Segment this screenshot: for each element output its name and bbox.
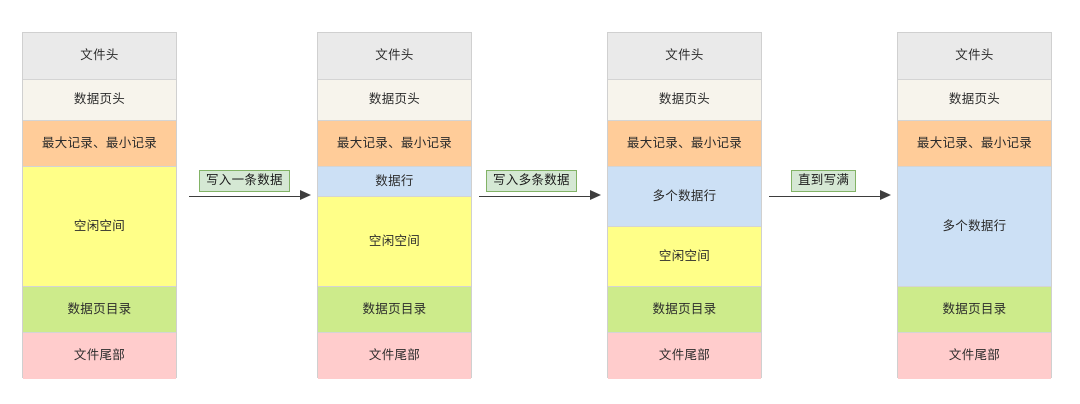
band-minmax-record: 最大记录、最小记录	[608, 121, 761, 167]
band-label: 最大记录、最小记录	[626, 135, 743, 150]
band-label: 最大记录、最小记录	[41, 135, 158, 150]
band-label: 多个数据行	[942, 218, 1007, 233]
band-label: 数据页头	[368, 92, 421, 107]
band-label: 数据页头	[658, 92, 711, 107]
band-file-trailer: 文件尾部	[23, 333, 176, 379]
band-label: 空闲空间	[368, 233, 421, 248]
stage-2-one-row: 文件头数据页头最大记录、最小记录数据行空闲空间数据页目录文件尾部	[317, 32, 472, 379]
band-label: 文件头	[665, 48, 704, 63]
arrow-line	[769, 196, 881, 197]
arrow-line	[189, 196, 301, 197]
band-page-directory: 数据页目录	[23, 287, 176, 333]
band-label: 文件尾部	[948, 348, 1001, 363]
band-file-header: 文件头	[608, 33, 761, 80]
band-page-header: 数据页头	[23, 80, 176, 121]
band-label: 数据页目录	[942, 301, 1007, 316]
band-minmax-record: 最大记录、最小记录	[898, 121, 1051, 167]
band-label: 数据页目录	[67, 301, 132, 316]
band-page-directory: 数据页目录	[608, 287, 761, 333]
band-label: 文件头	[955, 48, 994, 63]
band-free-space: 空闲空间	[23, 167, 176, 287]
band-label: 文件头	[80, 48, 119, 63]
band-file-trailer: 文件尾部	[898, 333, 1051, 379]
band-label: 最大记录、最小记录	[336, 135, 453, 150]
band-page-header: 数据页头	[608, 80, 761, 121]
arrow-head-icon	[880, 190, 891, 200]
band-label: 数据页目录	[362, 301, 427, 316]
band-file-header: 文件头	[318, 33, 471, 80]
stage-1-empty-page: 文件头数据页头最大记录、最小记录空闲空间数据页目录文件尾部	[22, 32, 177, 379]
band-free-space: 空闲空间	[318, 197, 471, 287]
band-data-rows: 多个数据行	[898, 167, 1051, 287]
arrow-head-icon	[300, 190, 311, 200]
band-label: 文件尾部	[658, 348, 711, 363]
band-minmax-record: 最大记录、最小记录	[318, 121, 471, 167]
arrow-label: 写入多条数据	[486, 170, 577, 192]
stage-3-many-rows: 文件头数据页头最大记录、最小记录多个数据行空闲空间数据页目录文件尾部	[607, 32, 762, 379]
band-minmax-record: 最大记录、最小记录	[23, 121, 176, 167]
band-file-header: 文件头	[23, 33, 176, 80]
band-free-space: 空闲空间	[608, 227, 761, 287]
arrow-label: 直到写满	[791, 170, 857, 192]
band-data-row: 数据行	[318, 167, 471, 197]
band-label: 空闲空间	[658, 248, 711, 263]
arrow-line	[479, 196, 591, 197]
band-label: 数据页头	[948, 92, 1001, 107]
band-label: 空闲空间	[73, 218, 126, 233]
band-page-directory: 数据页目录	[898, 287, 1051, 333]
band-label: 文件头	[375, 48, 414, 63]
arrow-label: 写入一条数据	[199, 170, 290, 192]
arrow-write-many-rows: 写入多条数据	[479, 170, 601, 210]
band-label: 最大记录、最小记录	[916, 135, 1033, 150]
band-file-trailer: 文件尾部	[318, 333, 471, 379]
band-label: 数据行	[375, 173, 414, 188]
band-label: 数据页目录	[652, 301, 717, 316]
band-label: 文件尾部	[368, 348, 421, 363]
arrow-until-full: 直到写满	[769, 170, 891, 210]
band-file-trailer: 文件尾部	[608, 333, 761, 379]
band-file-header: 文件头	[898, 33, 1051, 80]
stage-4-page-full: 文件头数据页头最大记录、最小记录多个数据行数据页目录文件尾部	[897, 32, 1052, 379]
band-data-rows: 多个数据行	[608, 167, 761, 227]
band-label: 多个数据行	[652, 188, 717, 203]
arrow-write-one-row: 写入一条数据	[189, 170, 311, 210]
band-page-directory: 数据页目录	[318, 287, 471, 333]
arrow-head-icon	[590, 190, 601, 200]
band-label: 数据页头	[73, 92, 126, 107]
band-page-header: 数据页头	[318, 80, 471, 121]
band-page-header: 数据页头	[898, 80, 1051, 121]
band-label: 文件尾部	[73, 348, 126, 363]
